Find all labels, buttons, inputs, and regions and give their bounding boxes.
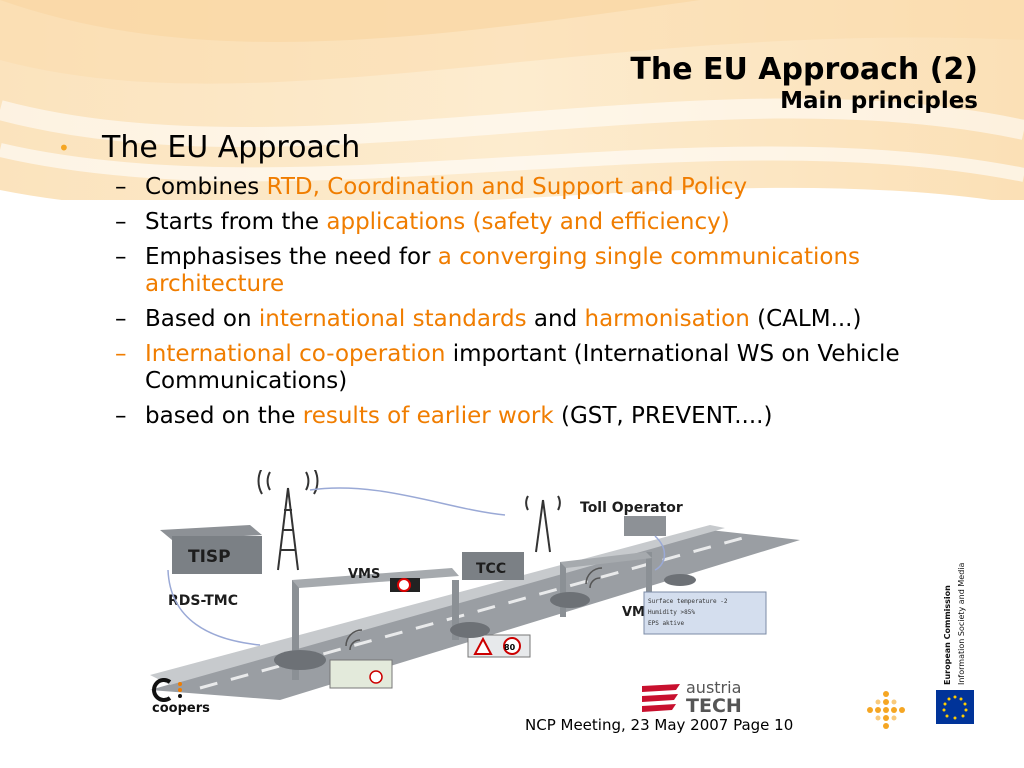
ec-line-1: European Commission xyxy=(943,585,952,685)
sub-bullet-item: –Based on international standards and ha… xyxy=(115,306,958,333)
vms-gantry-right xyxy=(560,552,652,568)
coopers-logo: coopers xyxy=(150,676,230,716)
highlighted-text: applications (safety and efficiency) xyxy=(326,209,730,235)
radio-tower-left-icon xyxy=(257,467,319,571)
sub-bullet-item: –Emphasises the need for a converging si… xyxy=(115,244,958,298)
vms-gantry-left xyxy=(292,568,459,588)
austriatech-bottom: TECH xyxy=(686,695,742,716)
bullet-text: Combines xyxy=(145,174,267,200)
highlighted-text: a converging single communications archi… xyxy=(145,244,861,297)
speed-limit-icon xyxy=(503,637,521,655)
tisp-building xyxy=(172,536,262,574)
highlighted-text: international standards xyxy=(258,306,527,332)
sub-bullet-item: –International co-operation important (I… xyxy=(115,341,958,395)
dash-icon: – xyxy=(115,174,127,200)
speed-sign-icon xyxy=(397,578,411,592)
bullet-dot-icon: • xyxy=(58,136,70,160)
dash-icon: – xyxy=(115,341,127,367)
connection-line xyxy=(309,487,506,516)
highlighted-text: RTD, Coordination and Support and Policy xyxy=(266,174,748,200)
rds-tmc-label: RDS-TMC xyxy=(168,593,238,609)
highlighted-text: harmonisation xyxy=(584,306,750,332)
dash-icon: – xyxy=(115,244,127,270)
eu-stars-icon xyxy=(942,695,968,720)
radio-tower-right-icon xyxy=(525,495,561,553)
slide-subtitle: Main principles xyxy=(780,88,978,114)
sub-bullet-item: –Combines RTD, Coordination and Support … xyxy=(115,174,958,201)
panel-line-2: Humidity >85% xyxy=(648,609,695,616)
main-bullet-text: The EU Approach xyxy=(102,130,361,165)
highlighted-text: International co-operation xyxy=(145,341,446,367)
connection-line xyxy=(654,535,666,571)
traffic-diagram: TISP RDS-TMC VMS TCC xyxy=(150,467,800,700)
sub-bullet-list: –Combines RTD, Coordination and Support … xyxy=(58,174,958,430)
sub-bullet-item: –Starts from the applications (safety an… xyxy=(115,209,958,236)
bullet-text: Starts from the xyxy=(145,209,327,235)
vms-left-label: VMS xyxy=(348,567,380,582)
car-icon xyxy=(550,592,590,608)
dash-icon: – xyxy=(115,403,127,429)
slide-title: The EU Approach (2) xyxy=(630,52,978,87)
bullet-text: Based on xyxy=(145,306,259,332)
austriatech-top: austria xyxy=(686,678,741,697)
warning-triangle-icon xyxy=(473,636,493,655)
tcc-label: TCC xyxy=(476,561,506,577)
austriatech-logo: austria TECH xyxy=(640,676,770,717)
ec-line-2: Information Society and Media xyxy=(957,563,966,686)
sub-bullet-item: –based on the results of earlier work (G… xyxy=(115,403,958,430)
bullet-text: important (International WS on Vehicle C… xyxy=(145,341,900,394)
car-icon xyxy=(450,622,490,638)
dash-icon: – xyxy=(115,306,127,332)
tcc-building xyxy=(462,552,524,580)
bullet-text: Emphasises the need for xyxy=(145,244,438,270)
bullet-text: (GST, PREVENT....) xyxy=(553,403,773,429)
info-panel xyxy=(643,591,767,635)
main-bullet: • The EU Approach xyxy=(58,128,958,168)
footer-text: NCP Meeting, 23 May 2007 Page 10 xyxy=(525,716,794,734)
toll-operator-label: Toll Operator xyxy=(580,500,683,516)
bullet-text: (CALM...) xyxy=(749,306,862,332)
highlighted-text: results of earlier work xyxy=(302,403,554,429)
car-display xyxy=(329,659,393,689)
coopers-logo-text: coopers xyxy=(152,701,210,716)
decorative-dots-icon xyxy=(866,690,906,730)
bullet-list: • The EU Approach –Combines RTD, Coordin… xyxy=(58,128,958,438)
tisp-label: TISP xyxy=(188,547,231,567)
panel-line-3: EPS aktive xyxy=(648,620,685,627)
bullet-text: based on the xyxy=(145,403,303,429)
signal-waves-icon xyxy=(345,567,603,651)
header-background xyxy=(0,0,1024,200)
car-display-sign-icon xyxy=(369,670,383,684)
toll-building xyxy=(624,516,666,536)
car-icon xyxy=(274,650,326,670)
panel-line-1: Surface temperature -2 xyxy=(648,598,728,605)
title-block: The EU Approach (2) Main principles xyxy=(630,52,978,114)
speed-limit-label: 80 xyxy=(504,643,516,652)
european-commission-logo: European Commission Information Society … xyxy=(920,540,980,730)
connection-line xyxy=(167,569,261,646)
bullet-text: and xyxy=(526,306,585,332)
dash-icon: – xyxy=(115,209,127,235)
car-icon xyxy=(664,574,696,586)
